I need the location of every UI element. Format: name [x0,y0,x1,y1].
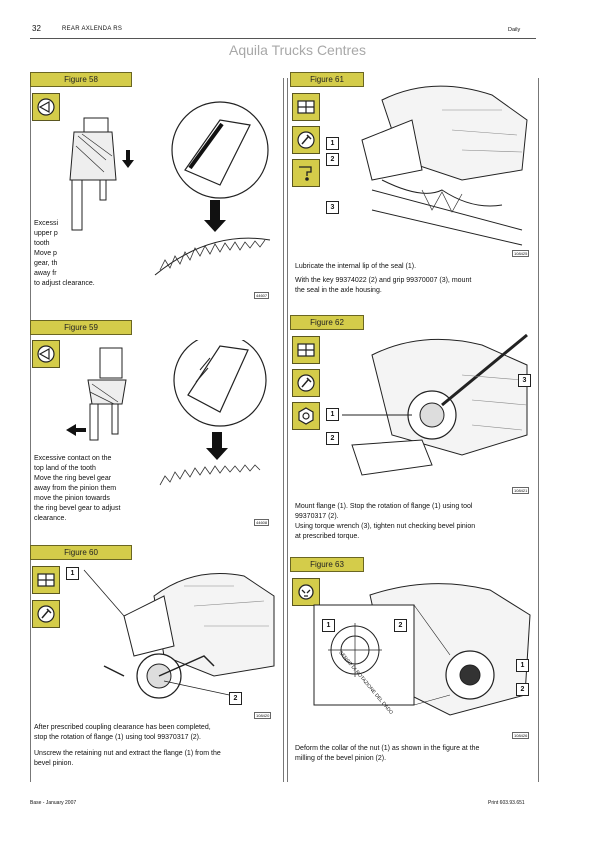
header-rule [30,38,536,39]
callout-2: 2 [229,692,242,705]
remove-install-icon [292,336,320,364]
page-number: 32 [32,24,41,33]
column-divider-2 [287,78,288,782]
callout-3: 3 [518,374,531,387]
callout-1: 1 [326,137,339,150]
tool-icon [292,126,320,154]
figure-59-drawing [66,340,267,486]
callout-1-main: 1 [516,659,529,672]
figure-61-drawing [361,85,528,246]
figure-58-drawing [69,101,271,276]
footer-edition: Base - January 2007 [30,800,77,806]
inspect-icon [32,340,60,368]
figure-58-label: Figure 58 [30,72,132,87]
figure-61-caption: Lubricate the internal lip of the seal (… [295,263,472,294]
section-title: REAR AXLENDA RS [62,26,123,32]
deform-icon [292,578,320,606]
figure-58-caption: Excessi upper p tooth Move p gear, th aw… [34,220,95,287]
right-border [538,78,539,782]
figure-60-code: 108420 [254,712,272,719]
figure-63-caption: Deform the collar of the nut (1) as show… [295,745,480,762]
figure-60-caption: After prescribed coupling clearance has … [34,724,221,767]
figure-63-label: Figure 63 [290,557,364,572]
figure-62-caption: Mount flange (1). Stop the rotation of f… [295,503,476,540]
tool-icon [292,369,320,397]
inspect-icon [32,93,60,121]
figure-59-code: 44608 [254,519,270,526]
callout-1: 1 [66,567,79,580]
callout-2: 2 [326,153,339,166]
torque-icon [292,402,320,430]
left-border [30,78,31,782]
column-divider [283,78,284,782]
callout-1: 1 [322,619,335,632]
figure-59-caption: Excessive contact on the top land of the… [34,455,121,522]
figure-60-drawing [83,569,275,699]
footer-print: Print 603.93.651 [488,800,525,806]
tool-icon [32,600,60,628]
callout-2-main: 2 [516,683,529,696]
figure-60-label: Figure 60 [30,545,132,560]
figure-62-label: Figure 62 [290,315,364,330]
callout-1: 1 [326,408,339,421]
figure-62-drawing [342,333,528,476]
callout-2: 2 [394,619,407,632]
callout-2: 2 [326,432,339,445]
figure-63-code: 108426 [512,732,530,739]
manual-name: Daily [508,27,521,33]
lubricate-icon [292,159,320,187]
callout-3: 3 [326,201,339,214]
watermark: Aquila Trucks Centres [229,42,366,58]
figure-61-label: Figure 61 [290,72,364,87]
figure-61-code: 108425 [512,250,530,257]
remove-install-icon [292,93,320,121]
figure-58-code: 44607 [254,292,270,299]
figure-59-label: Figure 59 [30,320,132,335]
figure-62-code: 108421 [512,487,530,494]
remove-install-icon [32,566,60,594]
